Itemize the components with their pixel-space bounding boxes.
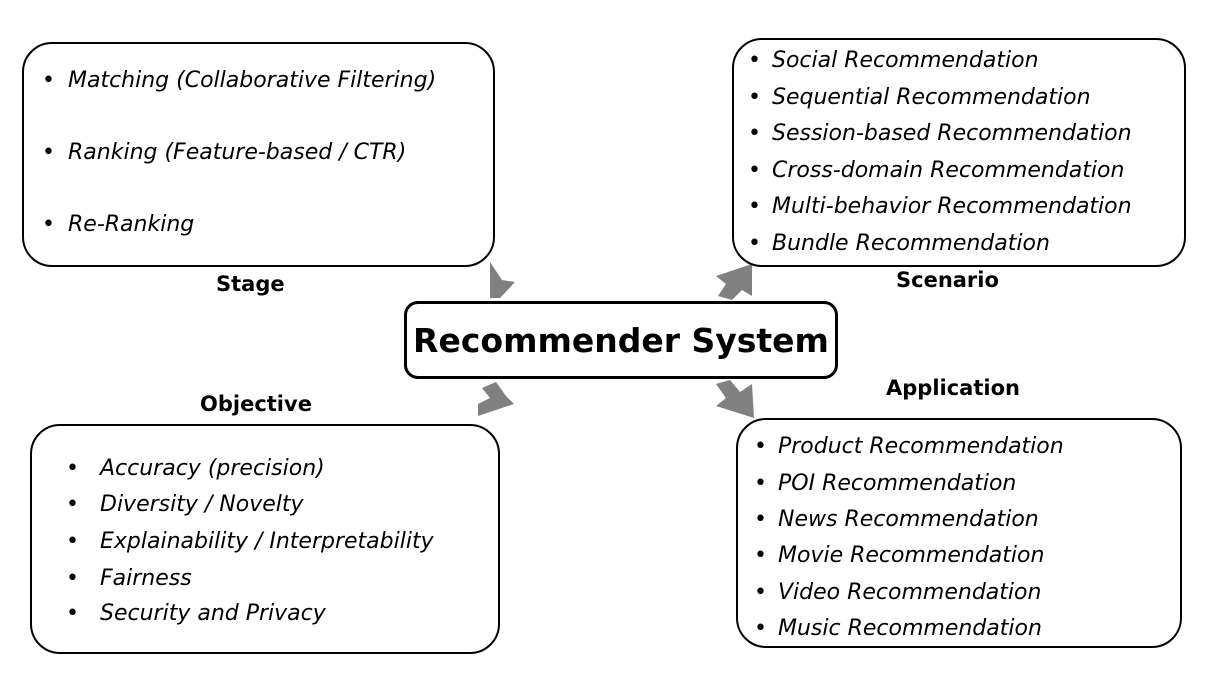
list-item: •Session-based Recommendation xyxy=(748,121,1132,146)
list-item: •Accuracy (precision) xyxy=(66,456,325,481)
stage-label: Stage xyxy=(216,272,285,296)
bullet-icon: • xyxy=(754,616,767,641)
bullet-icon: • xyxy=(66,492,79,517)
bullet-icon: • xyxy=(748,48,761,73)
bullet-icon: • xyxy=(754,543,767,568)
list-item: •Social Recommendation xyxy=(748,48,1039,73)
bullet-icon: • xyxy=(754,507,767,532)
bullet-icon: • xyxy=(754,471,767,496)
objective-label: Objective xyxy=(200,392,312,416)
bullet-icon: • xyxy=(748,231,761,256)
arrow-to-stage xyxy=(490,262,515,298)
list-item: •Explainability / Interpretability xyxy=(66,529,434,554)
list-item: •Diversity / Novelty xyxy=(66,492,304,517)
application-box: •Product Recommendation •POI Recommendat… xyxy=(736,418,1182,648)
list-item: •Re-Ranking xyxy=(42,212,195,237)
bullet-icon: • xyxy=(66,566,79,591)
list-item: •Sequential Recommendation xyxy=(748,85,1091,110)
bullet-icon: • xyxy=(754,434,767,459)
bullet-icon: • xyxy=(754,580,767,605)
bullet-icon: • xyxy=(66,529,79,554)
list-item: •Multi-behavior Recommendation xyxy=(748,194,1132,219)
recommender-system-title: Recommender System xyxy=(404,301,838,379)
scenario-label: Scenario xyxy=(896,268,999,292)
bullet-icon: • xyxy=(748,194,761,219)
bullet-icon: • xyxy=(748,85,761,110)
list-item: •Movie Recommendation xyxy=(754,543,1045,568)
list-item: •Ranking (Feature-based / CTR) xyxy=(42,140,407,165)
list-item: •Product Recommendation xyxy=(754,434,1064,459)
list-item: •POI Recommendation xyxy=(754,471,1017,496)
arrow-to-application xyxy=(716,380,754,418)
scenario-box: •Social Recommendation •Sequential Recom… xyxy=(732,38,1186,267)
list-item: •Video Recommendation xyxy=(754,580,1042,605)
list-item: •Matching (Collaborative Filtering) xyxy=(42,68,437,93)
arrow-to-objective xyxy=(478,382,514,416)
stage-box: •Matching (Collaborative Filtering) •Ran… xyxy=(22,42,495,267)
bullet-icon: • xyxy=(66,601,79,626)
bullet-icon: • xyxy=(66,456,79,481)
list-item: •Cross-domain Recommendation xyxy=(748,158,1125,183)
bullet-icon: • xyxy=(42,140,55,165)
bullet-icon: • xyxy=(42,68,55,93)
bullet-icon: • xyxy=(748,158,761,183)
list-item: •Fairness xyxy=(66,566,192,591)
arrow-to-scenario xyxy=(716,264,752,300)
list-item: •Security and Privacy xyxy=(66,601,326,626)
list-item: •Music Recommendation xyxy=(754,616,1042,641)
list-item: •Bundle Recommendation xyxy=(748,231,1050,256)
application-label: Application xyxy=(886,376,1020,400)
list-item: •News Recommendation xyxy=(754,507,1039,532)
bullet-icon: • xyxy=(42,212,55,237)
bullet-icon: • xyxy=(748,121,761,146)
objective-box: •Accuracy (precision) •Diversity / Novel… xyxy=(30,424,500,654)
